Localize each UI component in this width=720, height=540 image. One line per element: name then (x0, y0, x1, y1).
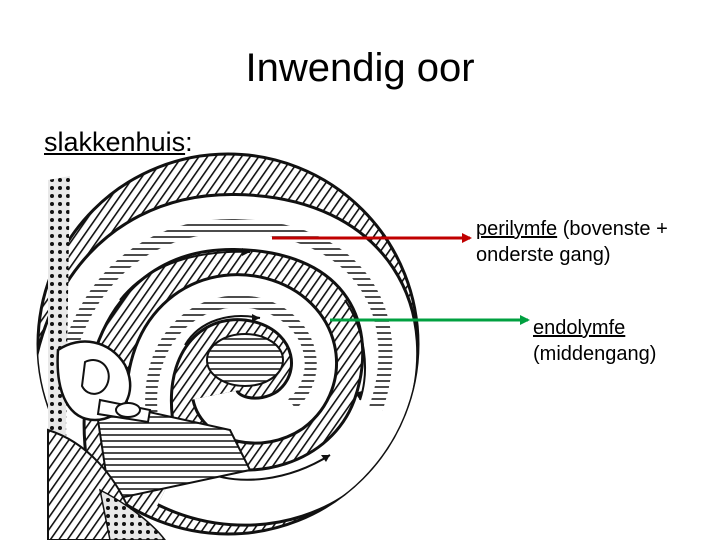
endolymph-term: endolymfe (533, 317, 626, 339)
endolymph-label: endolymfe (middengang) (533, 315, 713, 367)
nerve-bundle (93, 398, 252, 502)
perilymph-line1-rest: (bovenste + (557, 218, 668, 240)
slide-title: Inwendig oor (245, 46, 475, 90)
perilymph-line2: onderste gang) (476, 244, 611, 266)
subtitle-word: slakkenhuis (44, 127, 186, 157)
vestibule-region (47, 176, 166, 540)
endolymph-line2: (middengang) (533, 343, 657, 365)
subtitle-colon: : (185, 127, 193, 157)
slide-subtitle: slakkenhuis: (44, 124, 193, 160)
perilymph-label: perilymfe (bovenste + onderste gang) (476, 216, 716, 268)
perilymph-term: perilymfe (476, 218, 558, 240)
